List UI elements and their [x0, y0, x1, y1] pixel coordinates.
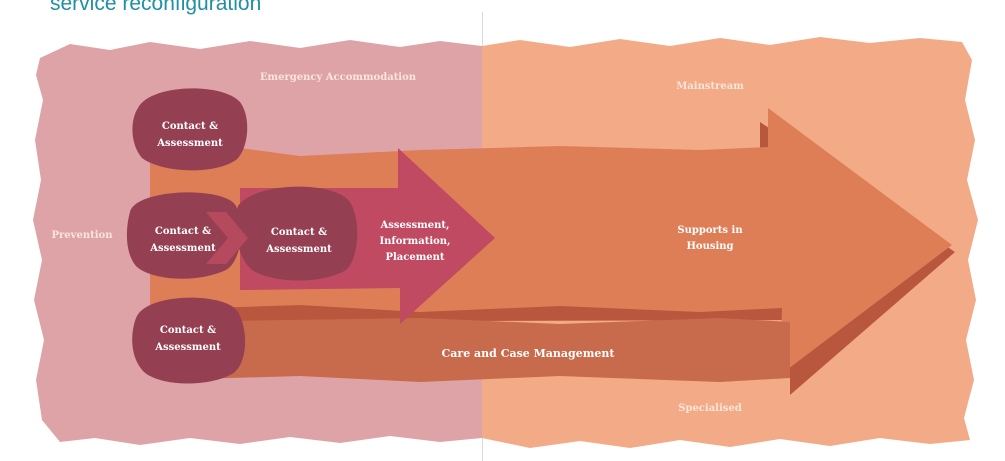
zone-label-prevention: Prevention	[52, 230, 114, 241]
supports-line2: Housing	[686, 241, 733, 252]
contact-bottom-line1: Contact &	[160, 325, 216, 336]
contact-center-line1: Contact &	[271, 227, 327, 238]
contact-node-center	[235, 186, 358, 281]
contact-center-line2: Assessment	[265, 244, 332, 255]
supports-line1: Supports in	[677, 225, 743, 236]
contact-top-line1: Contact &	[162, 121, 218, 132]
inner-chevron	[206, 212, 248, 264]
assessment-line1: Assessment,	[380, 220, 450, 231]
contact-middle-line1: Contact &	[155, 226, 211, 237]
contact-node-top	[132, 88, 248, 171]
care-band-label: Care and Case Management	[442, 347, 616, 360]
care-band	[160, 318, 790, 382]
zone-label-mainstream: Mainstream	[676, 81, 744, 92]
supports-arrow	[150, 108, 952, 375]
zone-label-specialised: Specialised	[678, 403, 742, 414]
contact-bottom-line2: Assessment	[154, 342, 221, 353]
contact-top-line2: Assessment	[156, 138, 223, 149]
page-caption: service reconfiguration	[50, 0, 262, 15]
assessment-line3: Placement	[385, 252, 444, 263]
contact-node-bottom	[132, 297, 246, 384]
zone-label-emergency: Emergency Accommodation	[260, 72, 417, 83]
contact-middle-line2: Assessment	[149, 243, 216, 254]
assessment-line2: Information,	[379, 236, 450, 247]
